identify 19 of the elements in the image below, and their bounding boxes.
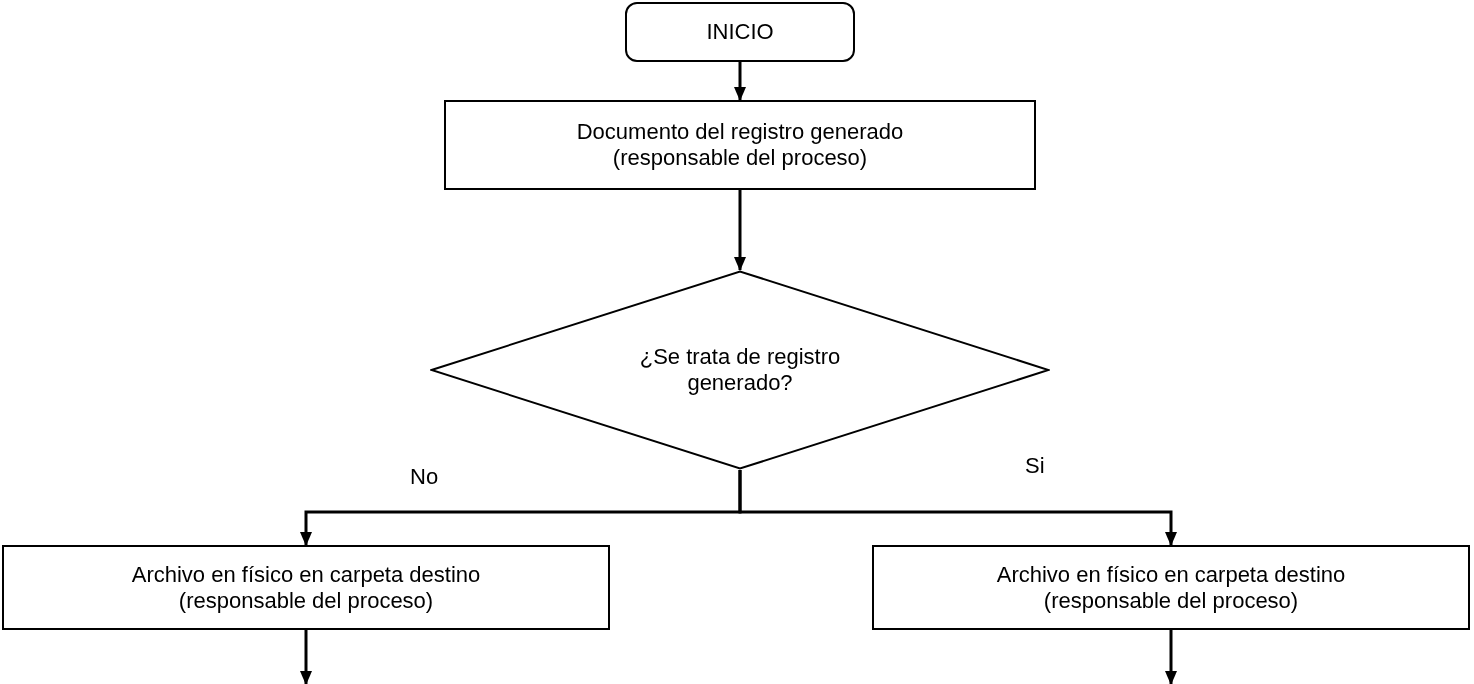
process-box [2, 545, 610, 630]
node-text: (responsable del proceso) [178, 587, 434, 614]
arrow [1165, 630, 1177, 684]
process-box [444, 100, 1036, 190]
arrow [738, 470, 1177, 546]
node-text: Archivo en físico en carpeta destino [996, 561, 1346, 588]
node-text: INICIO [706, 19, 774, 45]
start-terminal [625, 2, 855, 62]
edge-label: Si [1025, 455, 1045, 477]
arrow [300, 630, 312, 684]
arrow [734, 190, 746, 271]
node-text: (responsable del proceso) [1043, 587, 1299, 614]
node-text: Documento del registro generado [576, 119, 904, 145]
node-text: Archivo en físico en carpeta destino [131, 561, 481, 588]
process-box [872, 545, 1470, 630]
edge-label: No [410, 466, 439, 488]
node-text: ¿Se trata de registro generado? [638, 344, 842, 396]
node-text: (responsable del proceso) [612, 145, 868, 171]
arrow [734, 62, 746, 101]
